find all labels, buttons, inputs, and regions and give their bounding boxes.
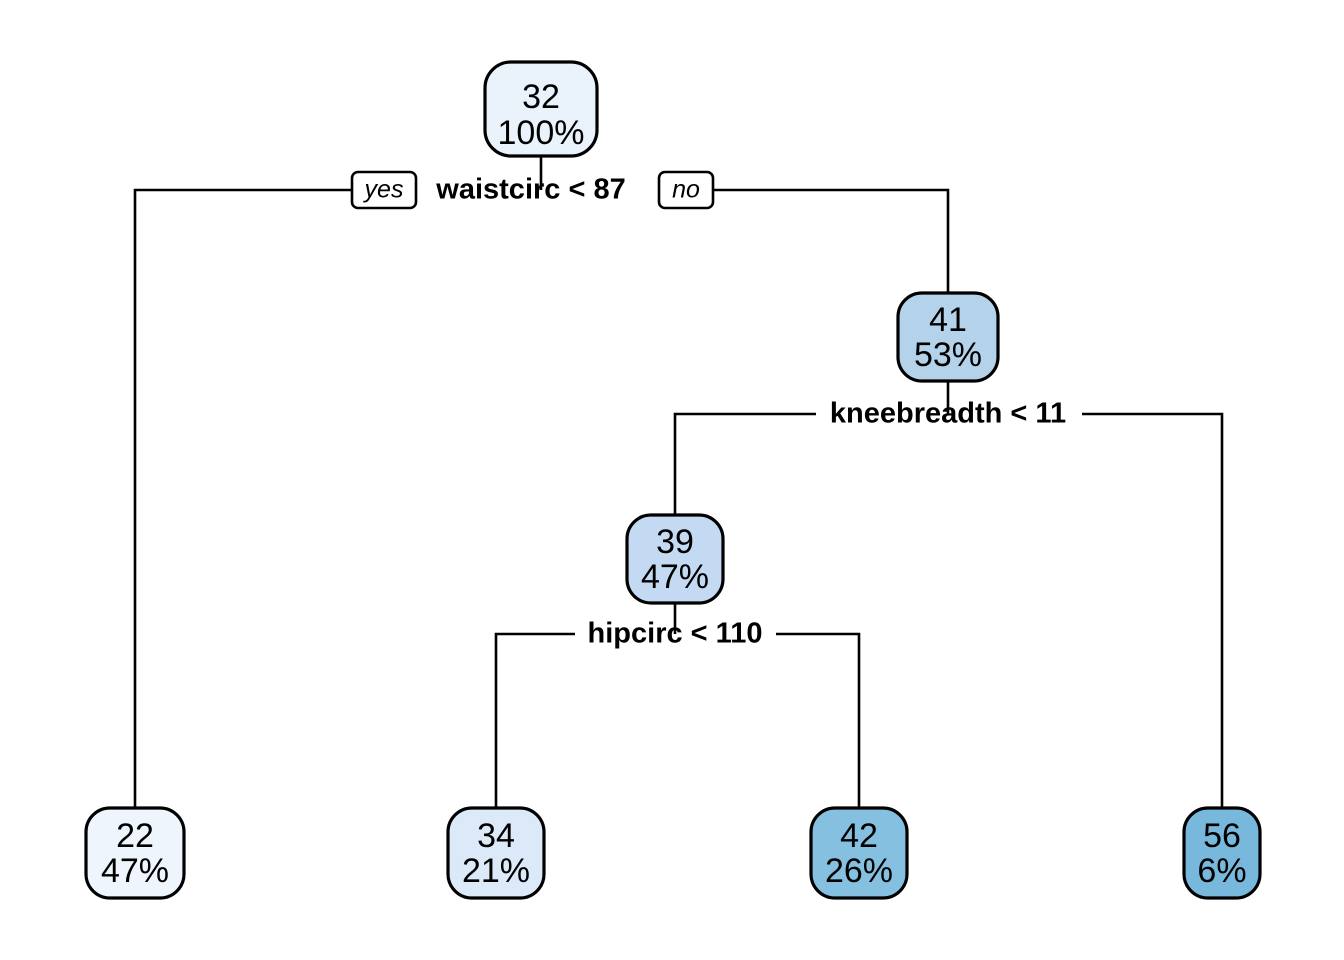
node-39-percent: 47% [641, 558, 709, 596]
leaf-42-percent: 26% [825, 852, 893, 890]
split-label-kneebreadth: kneebreadth < 11 [830, 398, 1066, 430]
node-41-box[interactable] [896, 291, 1000, 383]
node-root-value: 32 [522, 78, 560, 116]
tree-node-41[interactable]: 41 53% [896, 291, 1000, 383]
no-badge-label: no [672, 176, 700, 204]
tree-node-root[interactable]: 32 100% [483, 60, 599, 158]
tree-node-39[interactable]: 39 47% [625, 513, 725, 605]
edge-kneebreadth-right-branch [1082, 412, 1224, 808]
leaf-56-percent: 6% [1197, 852, 1246, 890]
tree-leaf-56[interactable]: 56 6% [1182, 806, 1262, 900]
node-39-value: 39 [656, 523, 694, 561]
leaf-56-box[interactable] [1182, 806, 1262, 900]
split-label-group: waistcirc < 87 kneebreadth < 11 hipcirc … [435, 174, 1066, 650]
node-group: 32 100% 41 53% 39 47% 22 47% 34 21% [84, 60, 1262, 900]
leaf-34-value: 34 [477, 817, 515, 855]
yes-badge-label: yes [363, 176, 404, 204]
edge-root-left-branch [133, 188, 352, 808]
leaf-42-box[interactable] [809, 806, 909, 900]
edge-hipcirc-right-branch [776, 632, 861, 808]
leaf-22-box[interactable] [84, 806, 186, 900]
tree-leaf-34[interactable]: 34 21% [446, 806, 546, 900]
edge-root-right-branch [713, 188, 950, 293]
yes-badge-box [350, 170, 418, 210]
leaf-22-value: 22 [116, 817, 154, 855]
tree-leaf-22[interactable]: 22 47% [84, 806, 186, 900]
leaf-34-percent: 21% [462, 852, 530, 890]
edge-hipcirc-left-branch [494, 632, 575, 808]
node-41-value: 41 [929, 301, 967, 339]
no-badge-box [657, 170, 715, 210]
node-39-box[interactable] [625, 513, 725, 605]
tree-leaf-42[interactable]: 42 26% [809, 806, 909, 900]
branch-answer-group: yes no [350, 170, 715, 210]
leaf-42-value: 42 [840, 817, 878, 855]
node-root-box[interactable] [483, 60, 599, 158]
leaf-22-percent: 47% [101, 852, 169, 890]
edge-group [133, 155, 1224, 808]
node-41-percent: 53% [914, 336, 982, 374]
split-label-waistcirc: waistcirc < 87 [435, 174, 625, 206]
node-root-percent: 100% [498, 114, 585, 152]
leaf-34-box[interactable] [446, 806, 546, 900]
split-label-hipcirc: hipcirc < 110 [588, 618, 763, 650]
leaf-56-value: 56 [1203, 817, 1241, 855]
edge-kneebreadth-left-branch [673, 412, 816, 515]
